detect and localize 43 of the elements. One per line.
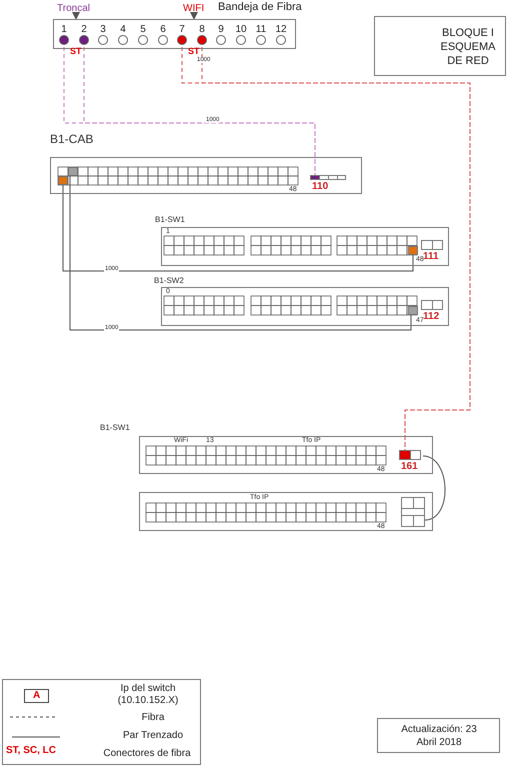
legend-text: Par Trenzado — [122, 730, 184, 742]
switch-ip-label: 161 — [401, 462, 418, 472]
port-number: 9 — [217, 25, 225, 35]
connector-type-label: ST — [70, 47, 82, 56]
switch-port — [68, 167, 78, 176]
cable-link — [62, 184, 414, 272]
switch-name: B1-CAB — [50, 133, 94, 145]
switch-name: B1-SW1 — [100, 424, 130, 432]
port-number: 5 — [139, 25, 147, 35]
arrow — [72, 12, 80, 20]
port-number: 3 — [99, 25, 107, 35]
switch-port — [58, 176, 68, 185]
port-number: 10 — [234, 25, 248, 35]
port-number: 7 — [178, 25, 186, 35]
port-number: 6 — [159, 25, 167, 35]
connector-sample-label: ST, SC, LC — [6, 746, 56, 756]
legend-text: Ip del switch (10.10.152.X) — [116, 683, 180, 707]
switch-port — [408, 246, 418, 255]
legend-text: Conectores de fibra — [102, 748, 192, 760]
port-number: 4 — [119, 25, 127, 35]
switch-name: B1-SW1 — [155, 216, 185, 224]
switch-ip-label: 111 — [423, 252, 439, 262]
port-number: 1 — [60, 25, 68, 35]
cable-link — [70, 176, 412, 330]
switch-ip-label: 110 — [312, 182, 328, 192]
connector-type-label: ST — [188, 47, 200, 56]
legend-text: Fibra — [140, 712, 166, 724]
caption: Actualización: 23 Abril 2018 — [400, 723, 478, 749]
arrow-label: WIFI — [183, 3, 205, 14]
switch-port — [408, 306, 418, 315]
port-number: 2 — [80, 25, 88, 35]
switch-ip-label: 112 — [423, 312, 440, 322]
port-number: 12 — [274, 25, 288, 35]
arrow-label: Troncal — [57, 3, 95, 14]
port-number: 8 — [198, 25, 206, 35]
ip-sample-label: A — [24, 689, 50, 703]
tray-heading: Bandeja de Fibra — [218, 2, 302, 13]
stack-ports — [401, 497, 425, 527]
switch-name: B1-SW2 — [154, 277, 184, 285]
port-number: 11 — [254, 25, 268, 35]
title: BLOQUE I ESQUEMA DE RED — [439, 26, 496, 68]
stack-cable — [422, 456, 446, 520]
arrow — [190, 12, 198, 20]
